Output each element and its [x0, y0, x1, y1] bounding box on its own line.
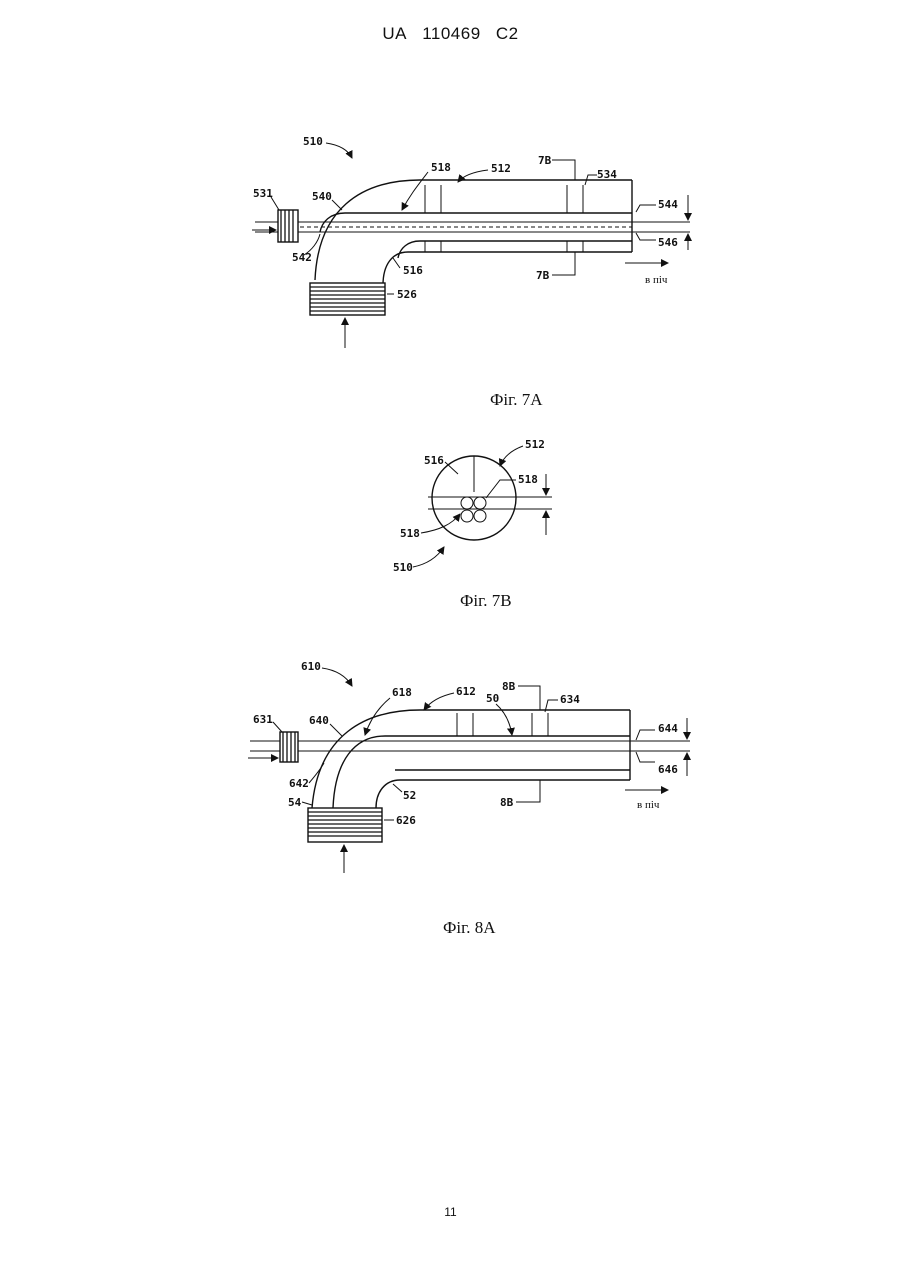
page-number: 11 [0, 1205, 901, 1219]
label-640: 640 [309, 714, 329, 727]
fig8a-leader-610 [322, 668, 352, 686]
label-546: 546 [658, 236, 678, 249]
label-518-left: 518 [400, 527, 420, 540]
label-510: 510 [303, 135, 323, 148]
fig8a-leader-54 [302, 802, 312, 805]
fig7a-section-line-top [552, 160, 575, 180]
label-534: 534 [597, 168, 617, 181]
fig7a-leader-544 [636, 205, 656, 212]
label-516-7b: 516 [424, 454, 444, 467]
label-644: 644 [658, 722, 678, 735]
label-526: 526 [397, 288, 417, 301]
fig7a-section-line-bottom [552, 252, 575, 275]
label-612: 612 [456, 685, 476, 698]
figure-7a: 510 518 512 7B 534 531 540 544 546 542 5… [252, 135, 690, 409]
label-52: 52 [403, 789, 416, 802]
label-610: 610 [301, 660, 321, 673]
label-512: 512 [491, 162, 511, 175]
label-646: 646 [658, 763, 678, 776]
fig7b-caption: Фіг. 7B [460, 591, 512, 610]
figure-7b: 516 512 518 518 510 Фіг. 7B [393, 438, 552, 610]
fig8a-bottom-thread [308, 808, 382, 842]
fig7a-leader-518 [402, 172, 428, 210]
fig8a-leader-646 [636, 752, 655, 762]
label-542: 542 [292, 251, 312, 264]
label-540: 540 [312, 190, 332, 203]
fig7a-leader-546 [636, 233, 656, 240]
fig7a-caption: Фіг. 7A [490, 390, 543, 409]
fig7b-leader-518-right [486, 480, 516, 498]
fig8a-caption: Фіг. 8A [443, 918, 496, 937]
fig7b-leader-510 [413, 547, 444, 567]
label-8b-top: 8B [502, 680, 516, 693]
fig7a-leader-540 [332, 200, 342, 210]
label-634: 634 [560, 693, 580, 706]
fig7a-bottom-thread-marks [310, 287, 385, 311]
label-518-right: 518 [518, 473, 538, 486]
fig8a-leader-50 [496, 704, 512, 735]
fig8a-leader-640 [330, 724, 342, 736]
label-631: 631 [253, 713, 273, 726]
fig8a-leader-631 [273, 722, 282, 732]
label-54: 54 [288, 796, 302, 809]
fig8a-leader-612 [424, 693, 454, 710]
label-7b-top: 7B [538, 154, 552, 167]
fig7a-leader-510 [326, 143, 352, 158]
label-512-7b: 512 [525, 438, 545, 451]
label-642: 642 [289, 777, 309, 790]
label-544: 544 [658, 198, 678, 211]
fig8a-leader-644 [636, 730, 655, 740]
fig7b-leader-516 [445, 462, 458, 474]
fig8a-to-furnace-note: в піч [637, 799, 660, 811]
label-516: 516 [403, 264, 423, 277]
label-531: 531 [253, 187, 273, 200]
fig7a-inner-tube-bottom [398, 241, 632, 258]
label-618: 618 [392, 686, 412, 699]
fig8a-section-line-bottom [516, 780, 540, 802]
fig8a-outer-wall-top [312, 710, 630, 808]
label-510-7b: 510 [393, 561, 413, 574]
fig8a-leader-52 [393, 784, 402, 792]
label-50: 50 [486, 692, 499, 705]
fig7a-leader-516 [393, 258, 400, 268]
figure-8a: 610 618 612 8B 50 634 631 640 644 642 64… [248, 660, 690, 937]
fig7b-leader-512 [500, 446, 523, 466]
fig7a-outer-wall-top [315, 180, 632, 280]
label-518: 518 [431, 161, 451, 174]
label-7b-bottom: 7B [536, 269, 550, 282]
label-626: 626 [396, 814, 416, 827]
label-8b-bottom: 8B [500, 796, 514, 809]
fig7a-to-furnace-note: в піч [645, 274, 668, 286]
fig8a-bottom-thread-marks [308, 812, 382, 836]
fig8a-section-line-top [518, 686, 540, 710]
